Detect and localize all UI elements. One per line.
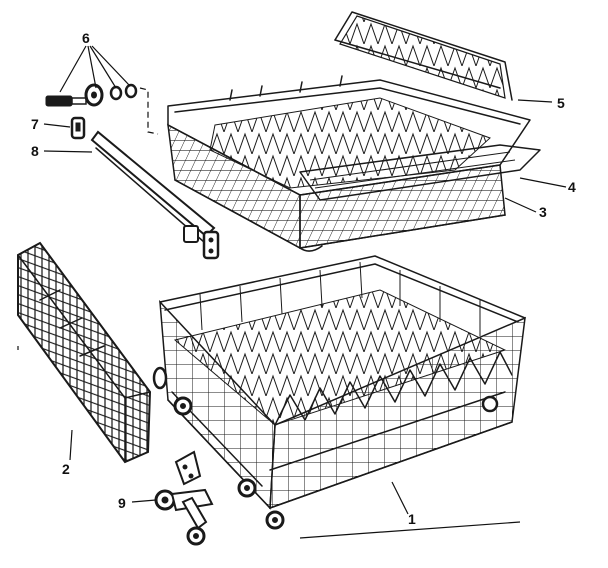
cup-shelf — [299, 144, 541, 201]
rack-wheel — [265, 510, 285, 530]
base-line — [299, 521, 521, 539]
upper-rack — [167, 75, 531, 252]
rack-clip — [70, 116, 86, 140]
rack-wheel — [173, 396, 193, 416]
silverware-basket — [17, 241, 168, 464]
rack-wheel — [481, 395, 499, 413]
callout-7: 7 — [31, 116, 39, 132]
callout-2: 2 — [62, 461, 70, 477]
leader-lines — [43, 45, 567, 515]
tine-row — [334, 11, 513, 101]
callout-9: 9 — [118, 495, 126, 511]
callout-6: 6 — [82, 30, 90, 46]
lower-rack — [159, 255, 526, 530]
wheel-assembly — [154, 450, 214, 546]
track-rail — [90, 130, 220, 260]
callout-5: 5 — [557, 95, 565, 111]
callout-8: 8 — [31, 143, 39, 159]
roller-stud-assembly — [45, 83, 159, 135]
callout-3: 3 — [539, 204, 547, 220]
callout-4: 4 — [568, 179, 576, 195]
rack-wheel — [237, 478, 257, 498]
callout-1: 1 — [408, 511, 416, 527]
